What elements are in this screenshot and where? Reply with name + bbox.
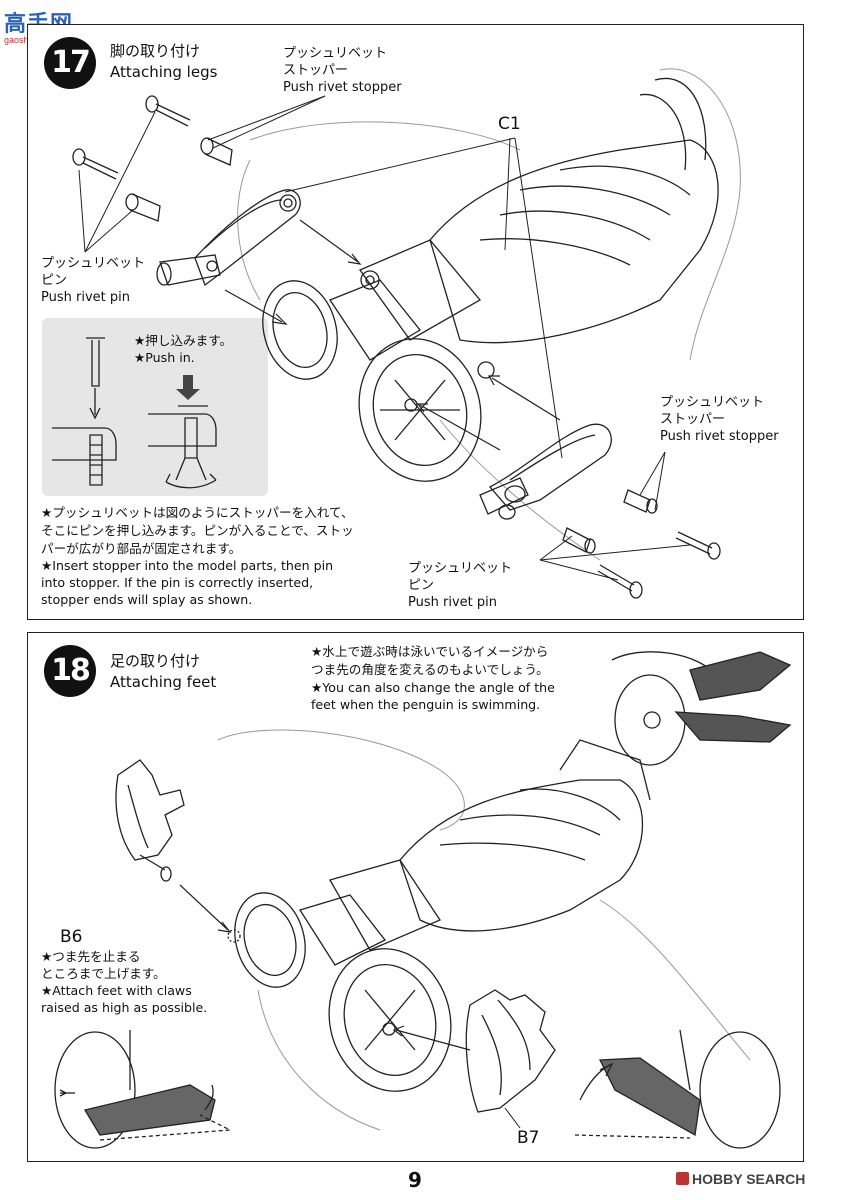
rivet-note-en3: stopper ends will splay as shown. (41, 592, 253, 607)
foot-angle-right-view (574, 1029, 781, 1149)
step17-wheels (262, 280, 482, 482)
swim-tip-jp2: つま先の角度を変えるのもよいでしょう。 (311, 662, 549, 677)
rivet-note-en1: ★Insert stopper into the model parts, th… (41, 558, 334, 573)
step17-left-rivets (72, 95, 233, 222)
step17-arrows (224, 219, 561, 451)
step-17-number: 17 (44, 37, 96, 89)
claw-note-jp2: ところまで上げます。 (41, 966, 166, 981)
b7-leader-line (504, 1107, 521, 1129)
swim-tip-en1: ★You can also change the angle of the (311, 680, 555, 695)
step17-penguin-body (237, 68, 741, 561)
hobby-search-text: HOBBY SEARCH (692, 1171, 806, 1187)
b6-foot-part (115, 759, 185, 882)
step17-inset-drawing (52, 337, 217, 489)
part-b7-label: B7 (517, 1128, 540, 1148)
step18-wheels (234, 892, 452, 1092)
stopper-right-label-en: Push rivet stopper (660, 429, 779, 444)
step17-chassis (329, 77, 719, 379)
step-17-title-jp: 脚の取り付け (110, 42, 201, 60)
pin-left-label-jp1: プッシュリベット (41, 256, 146, 271)
step17-right-rivets (562, 489, 721, 599)
foot-angle-left-view (54, 1030, 233, 1149)
b6-target-hole (227, 929, 241, 943)
swim-angle-view (611, 651, 792, 766)
page-number: 9 (408, 1168, 422, 1192)
inset-push-en: ★Push in. (134, 350, 195, 365)
step17-right-leg (479, 423, 612, 520)
step-18-title-en: Attaching feet (110, 673, 217, 691)
step-18-title-jp: 足の取り付け (110, 652, 201, 670)
pin-left-label-en: Push rivet pin (41, 290, 130, 305)
stopper-right-label-jp2: ストッパー (660, 412, 726, 427)
step-18-panel (27, 632, 804, 1162)
inset-push-jp: ★押し込みます。 (134, 333, 233, 348)
rivet-note-jp2: そこにピンを押し込みます。ピンが入ることで、ストッ (41, 523, 354, 538)
rivet-note-jp1: ★プッシュリベットは図のようにストッパーを入れて、 (41, 505, 354, 520)
swim-tip-jp1: ★水上で遊ぶ時は泳いでいるイメージから (311, 644, 549, 659)
part-b6-label: B6 (60, 927, 83, 947)
claw-note-jp1: ★つま先を止まる (41, 949, 141, 964)
b7-foot-part (465, 989, 556, 1113)
step18-chassis (298, 739, 651, 966)
stopper-right-label-jp1: プッシュリベット (660, 395, 765, 410)
pin-left-label-jp2: ピン (41, 273, 68, 288)
pin-right-label-jp2: ピン (408, 578, 435, 593)
step-18-number: 18 (44, 645, 96, 697)
claw-note-en2: raised as high as possible. (41, 1000, 208, 1015)
pin-right-label-jp1: プッシュリベット (408, 561, 513, 576)
pin-right-label-en: Push rivet pin (408, 595, 497, 610)
hobby-search-icon (676, 1172, 689, 1185)
hobby-search-logo: HOBBY SEARCH (676, 1171, 805, 1187)
rivet-note-en2: into stopper. If the pin is correctly in… (41, 575, 314, 590)
stopper-top-label-jp1: プッシュリベット (283, 46, 388, 61)
stopper-top-label-en: Push rivet stopper (283, 80, 402, 95)
step17-left-leg (156, 189, 301, 287)
step18-arrows (179, 884, 471, 1051)
push-rivet-inset (42, 318, 268, 496)
claw-note-en1: ★Attach feet with claws (41, 983, 192, 998)
stopper-top-label-jp2: ストッパー (283, 63, 349, 78)
part-c1-label: C1 (498, 114, 521, 134)
step17-leader-lines (78, 95, 691, 581)
rivet-note-jp3: パーが広がり部品が固定されます。 (41, 541, 242, 556)
swim-tip-en2: feet when the penguin is swimming. (311, 697, 541, 712)
step-17-title-en: Attaching legs (110, 63, 218, 81)
